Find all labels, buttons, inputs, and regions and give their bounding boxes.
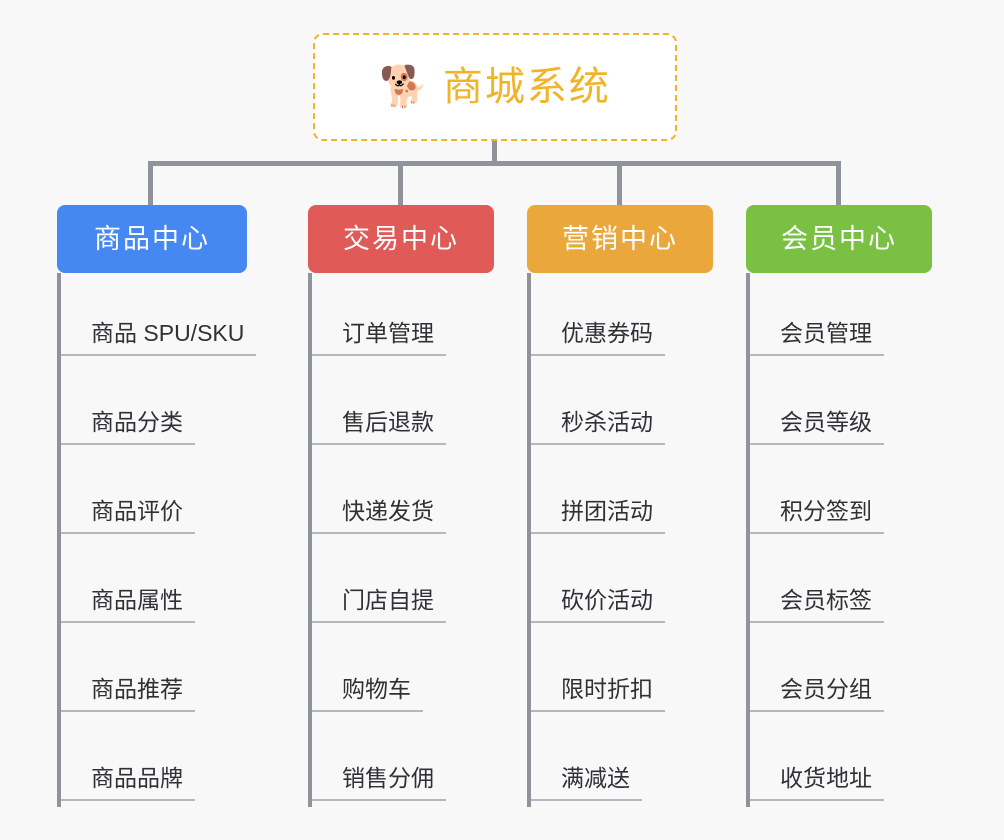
branch-item-label: 商品 SPU/SKU xyxy=(61,320,257,356)
branch-head-label: 会员中心 xyxy=(781,223,897,254)
branch-item[interactable]: 商品推荐 xyxy=(57,629,247,718)
branch-spine xyxy=(527,273,531,807)
branch-head-product-center[interactable]: 商品中心 xyxy=(57,205,247,273)
branch-item[interactable]: 会员分组 xyxy=(746,629,932,718)
branch-spine xyxy=(57,273,61,807)
branch-head-label: 营销中心 xyxy=(562,223,678,254)
branch-item-label: 限时折扣 xyxy=(531,676,665,712)
root-node[interactable]: 🐕 商城系统 xyxy=(313,33,677,141)
root-title: 商城系统 xyxy=(442,65,611,109)
branch-item[interactable]: 优惠券码 xyxy=(527,273,713,362)
branch-item-label: 会员等级 xyxy=(750,409,884,445)
branch-item-label: 收货地址 xyxy=(750,765,884,801)
branch-item[interactable]: 售后退款 xyxy=(308,362,494,451)
branch-item[interactable]: 会员管理 xyxy=(746,273,932,362)
branch-product-center: 商品中心 商品 SPU/SKU 商品分类 商品评价 商品属性 商品推荐 商品品牌 xyxy=(57,205,257,807)
branch-item-label: 商品属性 xyxy=(61,587,195,623)
connector-horizontal-bar xyxy=(148,161,841,166)
branch-item-label: 砍价活动 xyxy=(531,587,665,623)
connector-drop-2 xyxy=(398,161,403,205)
branch-item-label: 商品评价 xyxy=(61,498,195,534)
branch-item[interactable]: 拼团活动 xyxy=(527,451,713,540)
branch-item[interactable]: 积分签到 xyxy=(746,451,932,540)
branch-item-label: 商品分类 xyxy=(61,409,195,445)
branch-item-label: 门店自提 xyxy=(312,587,446,623)
branch-item[interactable]: 门店自提 xyxy=(308,540,494,629)
branch-item-label: 会员标签 xyxy=(750,587,884,623)
branch-item[interactable]: 秒杀活动 xyxy=(527,362,713,451)
branch-head-member-center[interactable]: 会员中心 xyxy=(746,205,932,273)
branch-item[interactable]: 订单管理 xyxy=(308,273,494,362)
branch-head-label: 交易中心 xyxy=(343,223,459,254)
branch-item-label: 商品品牌 xyxy=(61,765,195,801)
branch-item[interactable]: 砍价活动 xyxy=(527,540,713,629)
branch-item[interactable]: 会员标签 xyxy=(746,540,932,629)
branch-member-center: 会员中心 会员管理 会员等级 积分签到 会员标签 会员分组 收货地址 xyxy=(746,205,932,807)
connector-drop-3 xyxy=(617,161,622,205)
branch-head-marketing-center[interactable]: 营销中心 xyxy=(527,205,713,273)
branch-item-label: 满减送 xyxy=(531,765,642,801)
branch-item[interactable]: 收货地址 xyxy=(746,718,932,807)
connector-root-stem xyxy=(492,141,497,163)
branch-item[interactable]: 商品属性 xyxy=(57,540,247,629)
branch-item-label: 积分签到 xyxy=(750,498,884,534)
branch-item-label: 销售分佣 xyxy=(312,765,446,801)
branch-trade-center: 交易中心 订单管理 售后退款 快递发货 门店自提 购物车 销售分佣 xyxy=(308,205,494,807)
branch-item-list-member-center: 会员管理 会员等级 积分签到 会员标签 会员分组 收货地址 xyxy=(746,273,932,807)
branch-item[interactable]: 商品 SPU/SKU xyxy=(57,273,257,362)
branch-item-label: 会员分组 xyxy=(750,676,884,712)
branch-item-label: 拼团活动 xyxy=(531,498,665,534)
branch-item-label: 会员管理 xyxy=(750,320,884,356)
branch-item-label: 秒杀活动 xyxy=(531,409,665,445)
branch-marketing-center: 营销中心 优惠券码 秒杀活动 拼团活动 砍价活动 限时折扣 满减送 xyxy=(527,205,713,807)
branch-item[interactable]: 会员等级 xyxy=(746,362,932,451)
branch-spine xyxy=(746,273,750,807)
branch-item[interactable]: 销售分佣 xyxy=(308,718,494,807)
branch-item[interactable]: 商品评价 xyxy=(57,451,247,540)
branch-head-label: 商品中心 xyxy=(94,223,210,254)
branch-item[interactable]: 满减送 xyxy=(527,718,713,807)
branch-item-label: 购物车 xyxy=(312,676,423,712)
branch-item[interactable]: 商品品牌 xyxy=(57,718,247,807)
branch-item[interactable]: 限时折扣 xyxy=(527,629,713,718)
branch-spine xyxy=(308,273,312,807)
branch-item[interactable]: 快递发货 xyxy=(308,451,494,540)
branch-item-label: 快递发货 xyxy=(312,498,446,534)
branch-item[interactable]: 商品分类 xyxy=(57,362,247,451)
branch-item-label: 订单管理 xyxy=(312,320,446,356)
connector-drop-1 xyxy=(148,161,153,205)
branch-item-label: 售后退款 xyxy=(312,409,446,445)
branch-item[interactable]: 购物车 xyxy=(308,629,494,718)
branch-item-label: 商品推荐 xyxy=(61,676,195,712)
branch-item-list-marketing-center: 优惠券码 秒杀活动 拼团活动 砍价活动 限时折扣 满减送 xyxy=(527,273,713,807)
branch-item-list-product-center: 商品 SPU/SKU 商品分类 商品评价 商品属性 商品推荐 商品品牌 xyxy=(57,273,257,807)
dog-face-icon: 🐕 xyxy=(379,65,429,109)
branch-head-trade-center[interactable]: 交易中心 xyxy=(308,205,494,273)
branch-item-list-trade-center: 订单管理 售后退款 快递发货 门店自提 购物车 销售分佣 xyxy=(308,273,494,807)
connector-drop-4 xyxy=(836,161,841,205)
branch-item-label: 优惠券码 xyxy=(531,320,665,356)
